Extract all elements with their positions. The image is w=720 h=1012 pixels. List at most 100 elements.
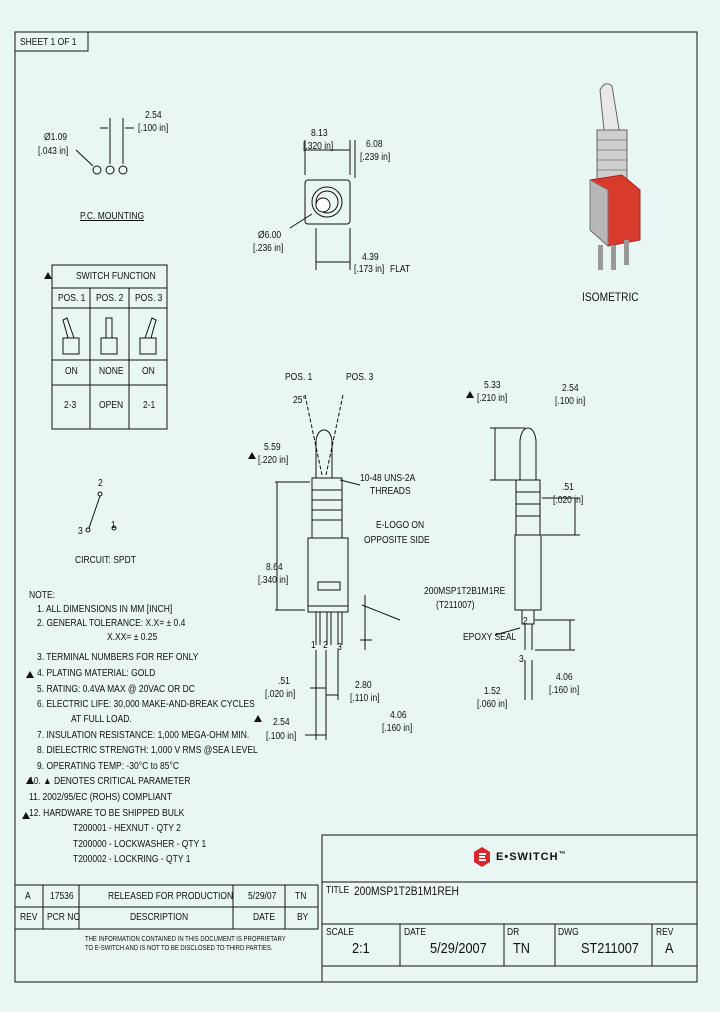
circuit-pin-3: 3 bbox=[78, 526, 83, 537]
dr-value: TN bbox=[513, 940, 530, 957]
sheet-label-box bbox=[14, 31, 89, 52]
front-p1-mm: 2.80 bbox=[355, 680, 372, 691]
pcr-value: 17536 bbox=[50, 891, 74, 902]
front-p2-in: [.100 in] bbox=[266, 731, 297, 742]
description-value: RELEASED FOR PRODUCTION bbox=[108, 891, 234, 902]
note-line: 1. ALL DIMENSIONS IN MM [INCH] bbox=[37, 604, 173, 615]
front-pos3: POS. 3 bbox=[346, 372, 374, 383]
state-pos2: NONE bbox=[99, 366, 124, 377]
conn-pos3: 2-1 bbox=[143, 400, 156, 411]
note-line: 5. RATING: 0.4VA MAX @ 20VAC OR DC bbox=[37, 684, 195, 695]
eswitch-logo: E•SWITCH™ bbox=[496, 851, 567, 863]
note-line: 9. OPERATING TEMP: -30°C to 85°C bbox=[37, 761, 180, 772]
front-p3-mm: 4.06 bbox=[390, 710, 407, 721]
note-line: 3. TERMINAL NUMBERS FOR REF ONLY bbox=[37, 652, 199, 663]
dr-label: DR bbox=[507, 927, 520, 938]
pcb-holes bbox=[75, 118, 134, 175]
disclaimer-line-1: THE INFORMATION CONTAINED IN THIS DOCUME… bbox=[85, 936, 286, 943]
front-h-in: [.220 in] bbox=[258, 455, 289, 466]
note-line: 12. HARDWARE TO BE SHIPPED BULK bbox=[29, 808, 185, 819]
note-line: T200002 - LOCKRING - QTY 1 bbox=[73, 854, 191, 865]
by-value: TN bbox=[295, 891, 307, 902]
side-t-mm: .51 bbox=[562, 482, 574, 493]
side-h-mm: 5.33 bbox=[484, 380, 501, 391]
front-term-mm: .51 bbox=[278, 676, 290, 687]
side-pin-2: 2 bbox=[523, 616, 528, 627]
note-line: 4. PLATING MATERIAL: GOLD bbox=[37, 668, 156, 679]
critical-markers bbox=[22, 272, 474, 819]
col-pos2: POS. 2 bbox=[96, 293, 124, 304]
note-line: 2. GENERAL TOLERANCE: X.X= ± 0.4 bbox=[37, 618, 186, 629]
side-w-mm: 1.52 bbox=[484, 686, 501, 697]
front-thread2: THREADS bbox=[370, 486, 411, 497]
top-dia-in: [.236 in] bbox=[253, 243, 284, 254]
by-header: BY bbox=[297, 912, 309, 923]
eswitch-logo-mark bbox=[474, 847, 490, 867]
col-pos1: POS. 1 bbox=[58, 293, 86, 304]
col-pos3: POS. 3 bbox=[135, 293, 163, 304]
pcb-pitch-mm: 2.54 bbox=[145, 110, 162, 121]
date-header: DATE bbox=[253, 912, 276, 923]
pcb-pitch-in: [.100 in] bbox=[138, 123, 169, 134]
side-h-in: [.210 in] bbox=[477, 393, 508, 404]
conn-pos2: OPEN bbox=[99, 400, 124, 411]
top-flat-mm: 4.39 bbox=[362, 252, 379, 263]
side-pin-3: 3 bbox=[519, 654, 524, 665]
front-p2-mm: 2.54 bbox=[273, 717, 290, 728]
top-view bbox=[289, 140, 356, 270]
title-label: TITLE bbox=[326, 885, 350, 896]
description-header: DESCRIPTION bbox=[130, 912, 189, 923]
top-h-in: [.239 in] bbox=[360, 152, 391, 163]
pcb-hole-mm: Ø1.09 bbox=[44, 132, 68, 143]
side-l-in: [.160 in] bbox=[549, 685, 580, 696]
front-term-in: [.020 in] bbox=[265, 689, 296, 700]
isometric-label: ISOMETRIC bbox=[582, 290, 639, 304]
front-pin-1: 1 bbox=[311, 640, 316, 651]
front-body-mm: 8.64 bbox=[266, 562, 283, 573]
front-body-in: [.340 in] bbox=[258, 575, 289, 586]
note-line: 10. ▲ DENOTES CRITICAL PARAMETER bbox=[29, 776, 191, 787]
circuit-symbol bbox=[85, 491, 117, 533]
sheet-number: SHEET 1 OF 1 bbox=[20, 37, 77, 48]
side-epoxy: EPOXY SEAL bbox=[463, 632, 517, 643]
circuit-label: CIRCUIT: SPDT bbox=[75, 555, 136, 566]
top-dia-mm: Ø6.00 bbox=[258, 230, 282, 241]
top-w-in: [.320 in] bbox=[303, 141, 334, 152]
front-angle: 25° bbox=[293, 395, 306, 406]
note-line: T200001 - HEXNUT - QTY 2 bbox=[73, 823, 181, 834]
circuit-pin-1: 1 bbox=[111, 520, 116, 531]
date-value: 5/29/07 bbox=[248, 891, 277, 902]
switch-function-title: SWITCH FUNCTION bbox=[76, 271, 156, 282]
title-value: 200MSP1T2B1M1REH bbox=[354, 884, 459, 898]
date-label: DATE bbox=[404, 927, 427, 938]
disclaimer-line-2: TO E-SWITCH AND IS NOT TO BE DISCLOSED T… bbox=[85, 945, 273, 952]
notes-title: NOTE: bbox=[29, 590, 55, 601]
logo-trademark: ™ bbox=[558, 851, 567, 858]
side-w-in: [.060 in] bbox=[477, 699, 508, 710]
date-value-title: 5/29/2007 bbox=[430, 940, 487, 957]
front-thread: 10-48 UNS-2A bbox=[360, 473, 416, 484]
front-pin-3: 3 bbox=[337, 642, 342, 653]
front-elogo2: OPPOSITE SIDE bbox=[364, 535, 430, 546]
front-p1-in: [.110 in] bbox=[350, 693, 380, 704]
rev-value: A bbox=[25, 891, 31, 902]
dwg-label: DWG bbox=[558, 927, 579, 938]
front-p3-in: [.160 in] bbox=[382, 723, 413, 734]
sheet-border bbox=[14, 31, 698, 983]
pcr-header: PCR NO bbox=[47, 912, 81, 923]
side-l-mm: 4.06 bbox=[556, 672, 573, 683]
side-view bbox=[490, 427, 580, 700]
top-h-mm: 6.08 bbox=[366, 139, 383, 150]
scale-label: SCALE bbox=[326, 927, 354, 938]
note-line: T200000 - LOCKWASHER - QTY 1 bbox=[73, 839, 207, 850]
pcb-hole-in: [.043 in] bbox=[38, 146, 69, 157]
side-part-label2: (T211007) bbox=[436, 600, 475, 611]
switch-position-icons bbox=[62, 317, 157, 355]
note-line: 7. INSULATION RESISTANCE: 1,000 MEGA-OHM… bbox=[37, 730, 250, 741]
rev-header: REV bbox=[20, 912, 38, 923]
state-pos3: ON bbox=[142, 366, 155, 377]
note-line: X.XX= ± 0.25 bbox=[107, 632, 158, 643]
logo-text: E•SWITCH bbox=[496, 851, 559, 863]
side-d-in: [.100 in] bbox=[555, 396, 586, 407]
